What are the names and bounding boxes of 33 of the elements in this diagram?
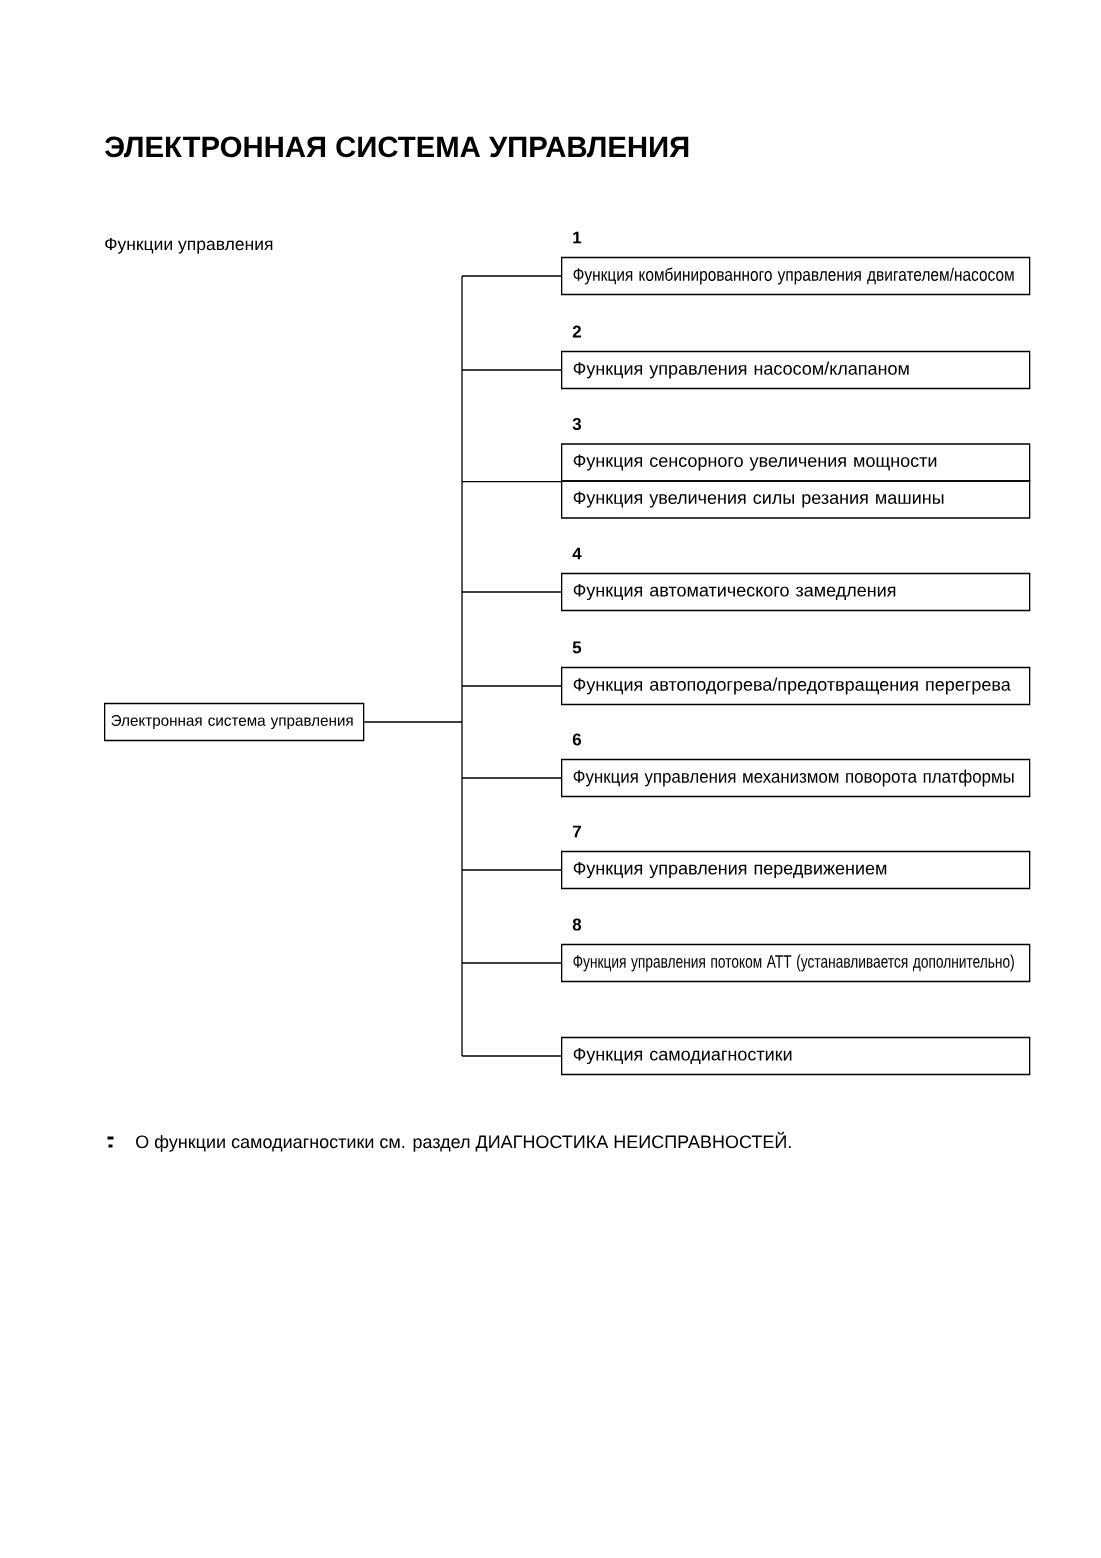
item-number: 3 xyxy=(572,417,582,431)
function-box: Функция управления насосом/клапаном xyxy=(561,350,1031,390)
connector-line xyxy=(461,869,562,871)
function-box: Функция управления потоком ATT (устанавливается дополнительно) xyxy=(561,943,1031,983)
function-box: Функция управления механизмом поворота платформы xyxy=(561,758,1031,798)
connector-line xyxy=(461,275,463,1057)
function-box: Функция сенсорного увеличения мощности xyxy=(561,443,1031,482)
function-box: Функция комбинированного управления двигателем/насосом xyxy=(561,256,1031,296)
item-number: 6 xyxy=(572,733,582,746)
function-box: Функция самодиагностики xyxy=(561,1036,1031,1076)
system-box: Электронная система управления xyxy=(104,702,365,742)
connector-line xyxy=(461,777,562,779)
item-number: 7 xyxy=(572,825,581,838)
subheading: Функции управления xyxy=(105,237,273,254)
item-number: 2 xyxy=(572,325,581,338)
function-box: Функция увеличения силы резания машины xyxy=(561,480,1031,519)
item-number: 1 xyxy=(573,231,582,244)
function-box: Функция автоматического замедления xyxy=(561,572,1031,612)
connector-line xyxy=(461,685,562,687)
connector-line xyxy=(461,369,562,371)
note-text: О функции самодиагностики см. раздел ДИАГНОСТИКА НЕИСПРАВНОСТЕЙ. xyxy=(136,1131,791,1152)
function-box: Функция управления передвижением xyxy=(561,850,1031,890)
connector-line xyxy=(461,275,562,277)
item-number: 5 xyxy=(572,641,582,654)
title: ЭЛЕКТРОННАЯ СИСТЕМА УПРАВЛЕНИЯ xyxy=(104,136,689,158)
connector-line xyxy=(461,591,562,593)
item-number: 8 xyxy=(572,918,582,931)
item-number: 4 xyxy=(572,547,582,560)
connector-line xyxy=(461,962,562,964)
connector-line xyxy=(363,721,463,723)
connector-line xyxy=(461,481,562,483)
function-box: Функция автоподогрева/предотвращения перегрева xyxy=(561,666,1031,706)
connector-line xyxy=(461,1055,562,1057)
